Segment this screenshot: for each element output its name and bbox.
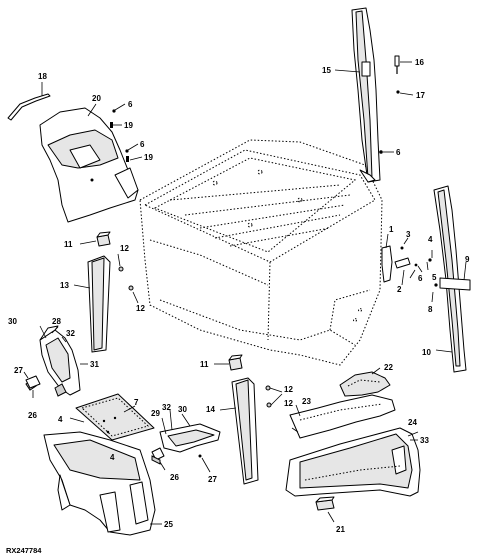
callout-12-b: 12 (136, 304, 145, 313)
callout-8: 8 (428, 305, 433, 314)
callout-16: 16 (415, 58, 424, 67)
part-30-bracket (151, 409, 221, 473)
callout-21: 21 (336, 525, 345, 534)
part-7-floor-mat (69, 393, 155, 449)
part-21-block (315, 496, 335, 523)
callout-18: 18 (38, 72, 47, 81)
figure-reference: RX247784 (6, 546, 42, 555)
fastener-group-post (379, 55, 414, 154)
callout-30-left: 30 (8, 317, 17, 326)
callout-12-a: 12 (120, 244, 129, 253)
part-11-block-upper (79, 231, 111, 247)
callout-20: 20 (92, 94, 101, 103)
callout-24: 24 (408, 418, 417, 427)
callout-27-mid: 27 (208, 475, 217, 484)
callout-15: 15 (322, 66, 331, 75)
part-20-duct-housing (39, 103, 139, 223)
callout-12-c: 12 (284, 385, 293, 394)
callout-6-b: 6 (140, 140, 145, 149)
callout-10: 10 (422, 348, 431, 357)
fastener-group-12-left (117, 253, 139, 304)
callout-13: 13 (60, 281, 69, 290)
cab-body (139, 139, 383, 366)
callout-4-b: 4 (110, 453, 115, 462)
callout-28: 28 (52, 317, 61, 326)
part-28-bracket-assembly (23, 325, 88, 398)
callout-6-c: 6 (396, 148, 401, 157)
part-24-fender-liner (285, 427, 421, 497)
part-22-rail (339, 367, 391, 397)
callout-22: 22 (384, 363, 393, 372)
callout-11-b: 11 (200, 360, 209, 369)
callout-4-a: 4 (58, 415, 63, 424)
callout-7: 7 (134, 398, 139, 407)
part-11-block-lower (214, 354, 243, 371)
part-25-lower-panel (43, 431, 162, 536)
callout-30-mid: 30 (178, 405, 187, 414)
callout-31: 31 (90, 360, 99, 369)
callout-4-right: 4 (428, 235, 433, 244)
part-1-bracket (381, 233, 411, 286)
callout-5: 5 (432, 273, 437, 282)
callout-33: 33 (420, 436, 429, 445)
callout-6-a: 6 (128, 100, 133, 109)
callout-labels: 18 20 6 19 6 19 15 16 17 6 11 12 13 12 1… (8, 58, 470, 534)
part-14-channel-right (219, 377, 259, 485)
fastener-group-12-right (265, 385, 283, 408)
callout-29: 29 (151, 409, 160, 418)
callout-6-d: 6 (418, 274, 423, 283)
callout-19-a: 19 (124, 121, 133, 130)
callout-12-d: 12 (284, 399, 293, 408)
callout-19-b: 19 (144, 153, 153, 162)
fastener-group-upper-left (110, 103, 143, 162)
callout-11-a: 11 (64, 240, 73, 249)
part-13-channel-left (73, 255, 111, 353)
callout-3: 3 (406, 230, 411, 239)
part-15-corner-post (334, 7, 381, 183)
callout-2: 2 (397, 285, 402, 294)
callout-1: 1 (389, 225, 394, 234)
callout-32-left: 32 (66, 329, 75, 338)
callout-9: 9 (465, 255, 470, 264)
callout-27-left: 27 (14, 366, 23, 375)
callout-14: 14 (206, 405, 215, 414)
part-10-rear-post (409, 185, 471, 373)
callout-25: 25 (164, 520, 173, 529)
callout-32-mid: 32 (162, 403, 171, 412)
callout-26-left: 26 (28, 411, 37, 420)
callout-26-mid: 26 (170, 473, 179, 482)
part-23-liner (289, 394, 396, 439)
part-18-seal-strip (7, 82, 51, 121)
callout-17: 17 (416, 91, 425, 100)
callout-23: 23 (302, 397, 311, 406)
